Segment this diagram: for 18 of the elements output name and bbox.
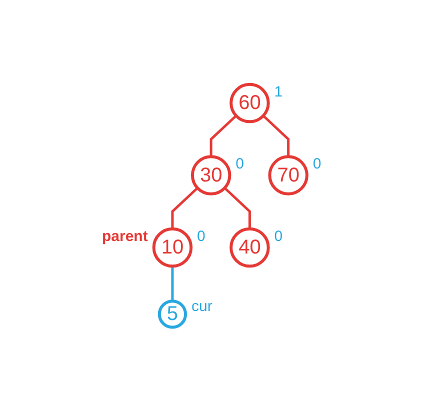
node-circle: 70 bbox=[268, 155, 309, 196]
node-circle: 40 bbox=[230, 227, 270, 268]
balance-factor: 0 bbox=[274, 228, 284, 245]
connector bbox=[262, 114, 290, 157]
balance-factor: cur bbox=[192, 298, 213, 316]
pointer-label: parent bbox=[102, 228, 148, 245]
balance-factor: 0 bbox=[197, 228, 206, 245]
node-circle: 5 bbox=[158, 300, 188, 329]
connector bbox=[172, 266, 174, 302]
connector bbox=[224, 187, 252, 229]
connector bbox=[172, 187, 199, 229]
node-circle: 30 bbox=[191, 155, 232, 196]
node-circle: 10 bbox=[152, 227, 193, 268]
node-circle: 60 bbox=[230, 82, 270, 124]
connector bbox=[210, 114, 238, 157]
balance-factor: 0 bbox=[236, 156, 244, 173]
balance-factor: 0 bbox=[313, 156, 322, 173]
balance-factor: 1 bbox=[274, 83, 284, 100]
